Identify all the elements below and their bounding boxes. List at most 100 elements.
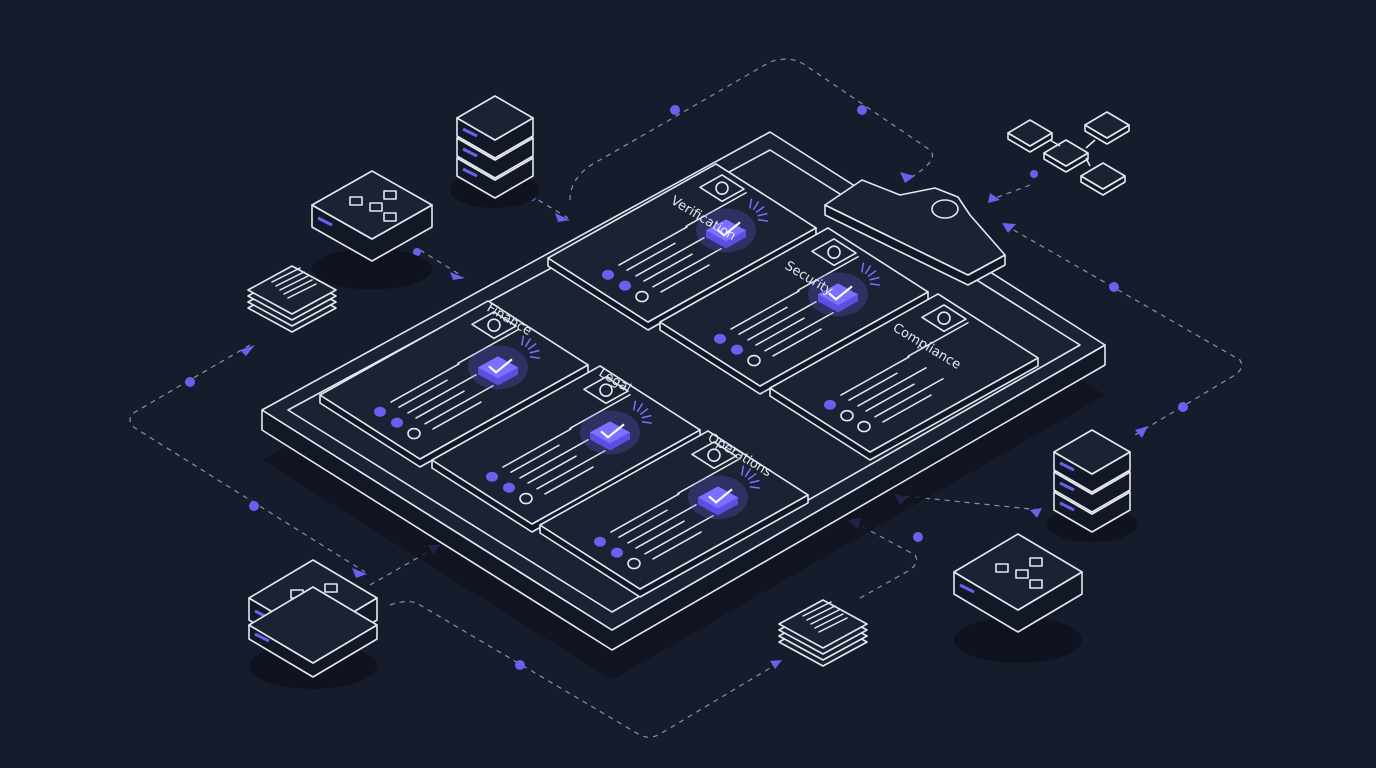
row-line (848, 372, 898, 401)
server-unit-led (462, 127, 478, 138)
connector-dot (913, 532, 923, 542)
card-face (547, 163, 817, 323)
card-finance (319, 300, 589, 468)
row-line (626, 242, 676, 271)
row-bullet-active (602, 269, 614, 280)
org-chart-box-icon (311, 170, 433, 290)
sparkle-ray (747, 472, 757, 481)
checkmark-icon (708, 488, 733, 504)
arrow-icon (352, 568, 367, 578)
connector-dot (670, 105, 680, 115)
row-bullet-active (619, 280, 631, 291)
connector-dot (515, 660, 525, 670)
sparkle-ray (869, 276, 880, 281)
row-line (747, 301, 817, 341)
connector-doc (849, 519, 918, 599)
network-diagram-icon (1007, 111, 1130, 196)
document-text-line (814, 613, 844, 629)
arrow-icon (240, 345, 255, 356)
sparkle-ray (641, 420, 652, 424)
row-line (502, 428, 572, 468)
document-stack-icon (247, 265, 337, 333)
server-stack-icon (450, 95, 540, 208)
box-base-top (248, 586, 378, 664)
row-bullet-active (594, 536, 606, 547)
card-security (659, 227, 929, 395)
row-line (660, 264, 710, 293)
document-text-line (802, 601, 832, 617)
node-top (1007, 119, 1053, 147)
card-divider (685, 191, 747, 228)
document-text-line (287, 283, 317, 299)
card-verification (547, 163, 817, 331)
card-face (319, 300, 589, 460)
row-line (865, 383, 915, 412)
sparkle-ray (860, 262, 865, 273)
check-badge-icon (688, 465, 760, 520)
row-bullet (747, 354, 761, 367)
document-text-line (279, 275, 309, 291)
row-line (857, 367, 927, 407)
card-face (539, 430, 809, 590)
row-line (738, 306, 788, 335)
connector-dot (1178, 402, 1188, 412)
server-unit-led (1059, 501, 1075, 512)
document-text-line (275, 271, 305, 287)
gear-globe-icon-glyph (715, 181, 729, 195)
sparkle-ray (632, 400, 637, 411)
document-text-line (271, 267, 301, 283)
row-line (415, 390, 465, 419)
sparkle-ray (749, 479, 760, 484)
connector-server (529, 194, 569, 219)
document-stamp-icon (921, 304, 967, 333)
row-bullet (635, 290, 649, 303)
clipboard-clip (824, 179, 1006, 286)
check-badge-icon (808, 262, 880, 317)
row-line (730, 290, 800, 330)
row-line (618, 509, 668, 538)
row-line (635, 237, 705, 277)
row-bullet-active (731, 344, 743, 355)
sparkle-ray (752, 200, 760, 211)
checkmark-icon (488, 358, 513, 374)
card-divider (677, 458, 739, 495)
row-bullet (627, 557, 641, 570)
row-line (764, 311, 834, 352)
row-line (874, 377, 944, 418)
row-bullet-active (374, 406, 386, 417)
row-bullet (857, 420, 871, 433)
row-line (432, 401, 482, 430)
server-stack-icon (1047, 429, 1137, 542)
diagram-node (1029, 579, 1043, 589)
row-bullet-active (503, 482, 515, 493)
row-bullet (519, 492, 533, 505)
document-text-line (806, 605, 836, 621)
check-badge-icon (468, 335, 540, 390)
diagram-node (369, 202, 383, 212)
row-line (407, 374, 477, 414)
document-stack-icon (778, 599, 868, 667)
document-text-line (810, 609, 840, 625)
sparkle-ray (524, 337, 532, 348)
row-bullet (840, 409, 854, 422)
shadow (312, 248, 432, 290)
card-legal (431, 365, 701, 533)
card-divider (457, 328, 519, 365)
shield-lock-icon-glyph (827, 245, 841, 259)
diagram-node (324, 583, 338, 593)
row-line (544, 466, 594, 495)
arrow-icon (900, 172, 915, 183)
arrow-icon (1135, 426, 1148, 438)
row-line (610, 493, 680, 533)
row-line (652, 247, 722, 288)
row-line (618, 226, 688, 266)
box-top (953, 533, 1083, 611)
arrow-icon (1030, 508, 1042, 518)
connector-dot (413, 248, 421, 256)
diagram-node (1029, 557, 1043, 567)
sparkle-ray (864, 264, 872, 275)
sparkle-ray (749, 485, 760, 489)
gear-globe-icon (699, 174, 745, 203)
sparkle-ray (755, 205, 765, 214)
